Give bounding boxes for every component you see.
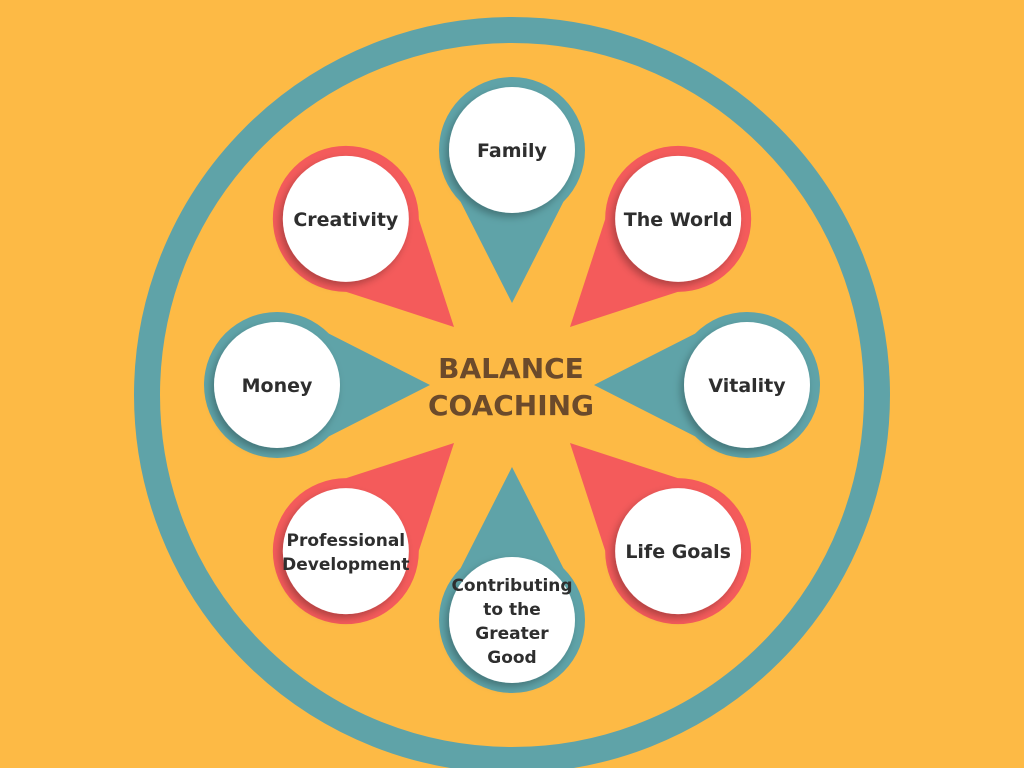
node-contributing-label: Good (487, 648, 536, 668)
node-money-bubble (214, 322, 340, 448)
node-family-label: Family (477, 140, 548, 162)
node-professional-development-label: Development (282, 555, 409, 575)
node-money-label: Money (242, 375, 313, 397)
node-vitality-label: Vitality (708, 375, 786, 397)
node-creativity: Creativity (272, 145, 455, 328)
node-family-bubble (449, 87, 575, 213)
node-vitality-bubble (684, 322, 810, 448)
node-professional-development-bubble (282, 488, 409, 615)
center-title-line-2: COACHING (428, 389, 594, 422)
node-life-goals: Life Goals (569, 442, 752, 625)
node-contributing-label: Greater (475, 624, 549, 644)
node-creativity-bubble (282, 155, 409, 282)
node-contributing-bubble (449, 557, 575, 683)
node-creativity-label: Creativity (293, 209, 399, 231)
node-the-world-bubble (615, 155, 742, 282)
outer-ring (134, 17, 890, 768)
center-title-line-1: BALANCE (438, 352, 584, 385)
node-the-world-label: The World (624, 209, 733, 231)
node-the-world: The World (569, 145, 752, 328)
node-money: Money (204, 312, 430, 458)
node-contributing-label: to the (483, 600, 540, 620)
node-life-goals-bubble (615, 488, 742, 615)
node-contributing-label: Contributing (451, 576, 572, 596)
node-family: Family (439, 77, 585, 303)
node-vitality: Vitality (594, 312, 820, 458)
node-professional-development-label: Professional (287, 531, 406, 551)
node-life-goals-label: Life Goals (625, 541, 731, 563)
